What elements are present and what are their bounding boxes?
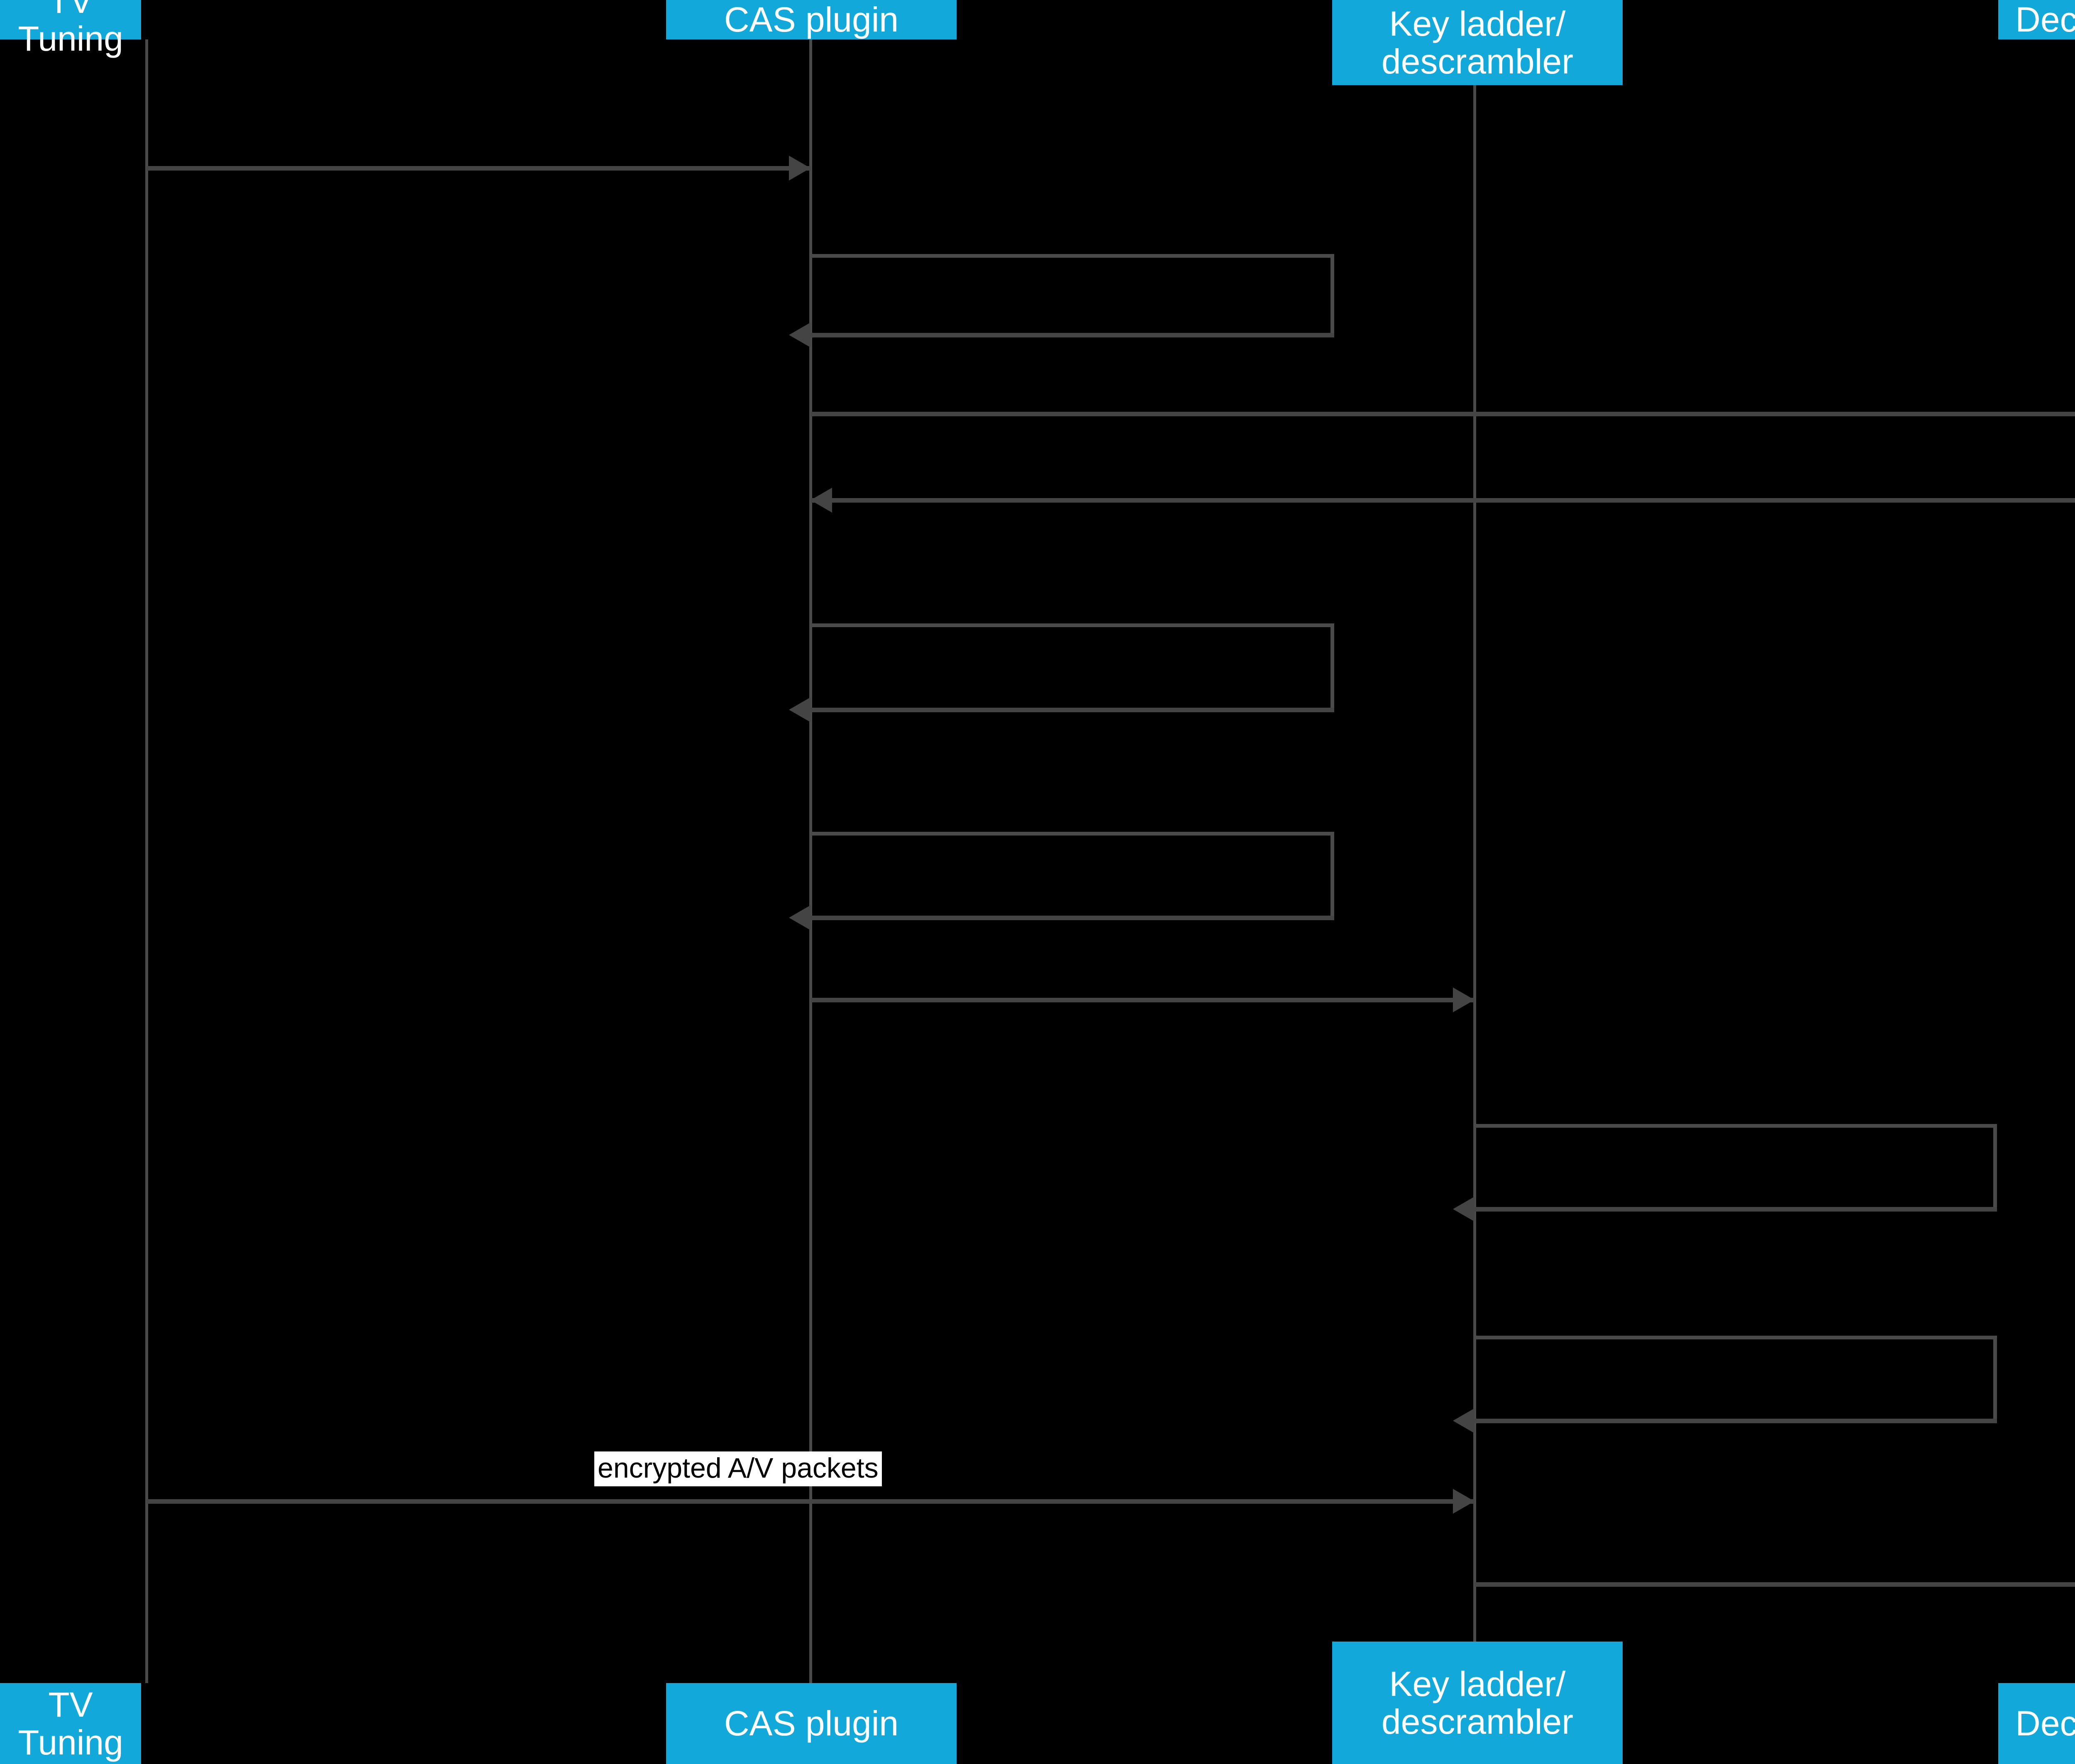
self-message-arrowhead-m5 bbox=[789, 697, 810, 722]
message-arrowhead-m4 bbox=[810, 488, 832, 513]
self-message-right-m5 bbox=[1330, 623, 1334, 708]
self-message-right-m6 bbox=[1330, 832, 1334, 916]
participant-footer-cas-plugin[interactable]: CAS plugin bbox=[666, 1683, 957, 1764]
self-message-right-m8 bbox=[1993, 1124, 1997, 1207]
message-arrowhead-m1 bbox=[789, 156, 810, 181]
message-line-m4 bbox=[810, 498, 2075, 503]
participant-header-tv-tuning[interactable]: TV Tuning bbox=[0, 0, 141, 57]
self-message-top-m6 bbox=[810, 832, 1334, 836]
participant-footer-key-ladder[interactable]: Key ladder/ descrambler bbox=[1332, 1642, 1623, 1764]
lifeline-key-ladder bbox=[1473, 85, 1476, 1642]
self-message-bottom-m5 bbox=[810, 708, 1334, 712]
message-arrowhead-m10 bbox=[1453, 1489, 1474, 1514]
lifeline-cas-plugin bbox=[809, 39, 812, 1683]
self-message-arrowhead-m9 bbox=[1453, 1408, 1474, 1433]
participant-header-key-ladder[interactable]: Key ladder/ descrambler bbox=[1332, 0, 1623, 85]
participant-footer-tv-tuning[interactable]: TV Tuning bbox=[0, 1683, 141, 1764]
self-message-top-m8 bbox=[1474, 1124, 1997, 1128]
self-message-top-m5 bbox=[810, 623, 1334, 627]
self-message-bottom-m9 bbox=[1474, 1419, 1997, 1423]
participant-header-cas-plugin[interactable]: CAS plugin bbox=[666, 0, 957, 39]
self-message-right-m9 bbox=[1993, 1336, 1997, 1419]
message-arrowhead-m7 bbox=[1453, 987, 1474, 1012]
self-message-arrowhead-m2 bbox=[789, 323, 810, 347]
self-message-bottom-m6 bbox=[810, 916, 1334, 920]
participant-header-decode[interactable]: Decode, display bbox=[1998, 0, 2075, 39]
message-label-m10: encrypted A/V packets bbox=[594, 1451, 882, 1486]
self-message-top-m9 bbox=[1474, 1336, 1997, 1339]
self-message-bottom-m8 bbox=[1474, 1207, 1997, 1212]
message-line-m3 bbox=[810, 412, 2075, 416]
self-message-top-m2 bbox=[810, 254, 1334, 258]
participant-footer-decode[interactable]: Decode, display bbox=[1998, 1683, 2075, 1764]
self-message-bottom-m2 bbox=[810, 333, 1334, 337]
message-line-m7 bbox=[810, 998, 1474, 1002]
self-message-arrowhead-m8 bbox=[1453, 1197, 1474, 1222]
self-message-right-m2 bbox=[1330, 254, 1334, 333]
message-line-m11 bbox=[1474, 1582, 2075, 1587]
message-line-m1 bbox=[146, 166, 810, 171]
lifeline-tv-tuning bbox=[145, 39, 148, 1683]
message-line-m10 bbox=[146, 1499, 1474, 1504]
self-message-arrowhead-m6 bbox=[789, 905, 810, 930]
